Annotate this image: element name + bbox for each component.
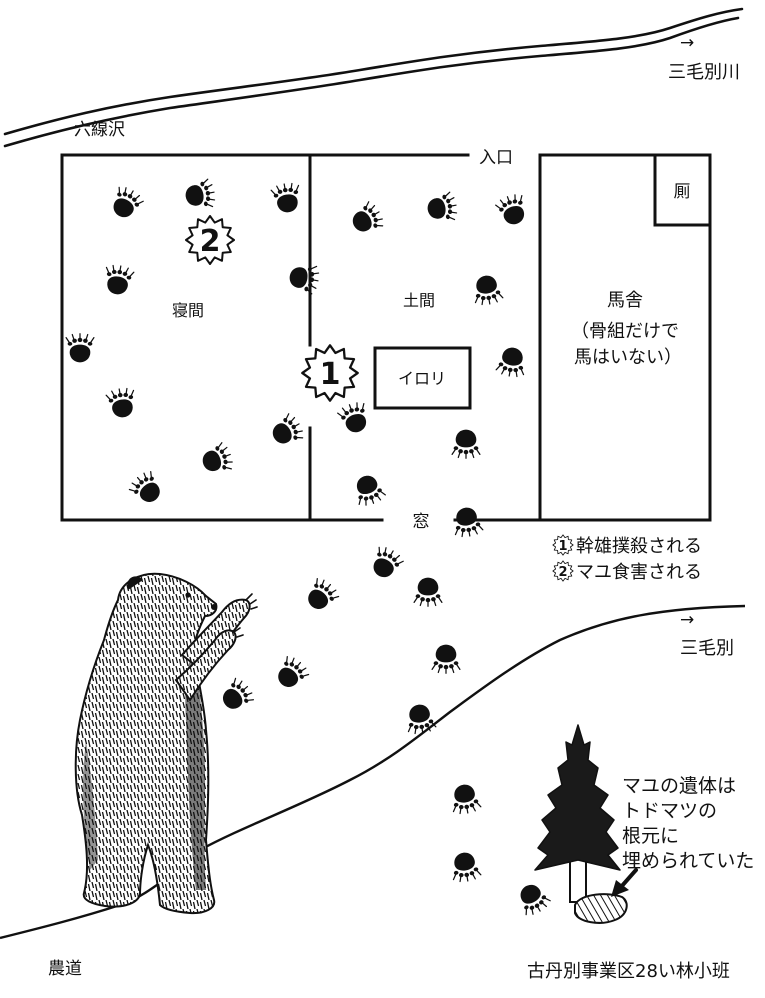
legend-text-2: マユ食害される [576, 562, 702, 583]
annotation-line-3: 根元に [622, 825, 679, 847]
house-outline [60, 153, 712, 522]
stable-label: 馬舎 [607, 290, 643, 311]
bear-footprint-icon [215, 675, 257, 717]
bear-footprint-icon [300, 575, 342, 617]
bear-footprint-icon [346, 199, 387, 239]
bear-footprint-icon [448, 781, 483, 817]
grave-mark [574, 893, 628, 924]
marker-1: 1 [301, 344, 359, 402]
window-label: 窓 [413, 512, 430, 532]
legend-number-2: 2 [558, 565, 567, 580]
entrance-label: 入口 [479, 148, 513, 168]
bear-footprint-icon [451, 429, 481, 459]
bear-footprint-icon [450, 504, 485, 540]
bear-footprint-icon [413, 577, 443, 607]
bear-footprint-icon [106, 183, 146, 224]
bear-footprint-icon [126, 468, 168, 510]
hearth-box [373, 346, 472, 410]
marker-2: 2 [185, 215, 235, 265]
legend-item-2: 2 マユ食害される [552, 560, 702, 583]
river-arrow: → [680, 33, 694, 53]
road-destination: 三毛別 [680, 638, 734, 659]
annotation-line-4: 埋められていた [622, 850, 754, 872]
bear-footprint-icon [266, 411, 307, 451]
bear-footprint-icon [286, 261, 322, 296]
bear-footprint-icon [513, 878, 553, 919]
legend-text-1: 幹雄撲殺される [576, 536, 702, 557]
arrow-icon [611, 868, 638, 897]
marker-2-number: 2 [200, 224, 221, 259]
annotation: マユの遺体は トドマツの 根元に 埋められていた [622, 775, 754, 872]
bear-footprint-icon [198, 440, 236, 478]
bear-footprint-icon [101, 262, 136, 298]
spruce-tree-icon [534, 724, 621, 903]
standing-bear-illustration [74, 572, 258, 915]
bear-footprint-icon [494, 344, 529, 380]
bear-footprint-icon [403, 701, 438, 737]
bear-footprint-icon [104, 385, 139, 421]
bear-footprint-icon [448, 849, 483, 885]
bedroom-label: 寝間 [172, 301, 204, 320]
bear-footprint-icon [470, 272, 505, 308]
farm-road-label: 農道 [48, 959, 82, 979]
stable-note-line-1: （骨組だけで [571, 321, 679, 342]
toilet-wall [653, 153, 712, 227]
bear-footprint-icon [350, 471, 388, 509]
annotation-line-2: トドマツの [622, 800, 717, 822]
annotation-line-1: マユの遺体は [622, 775, 736, 797]
bear-footprint-icon [424, 190, 460, 225]
bear-footprint-icon [270, 653, 312, 695]
stable-note-line-2: 馬はいない） [574, 347, 682, 368]
river-name: 三毛別川 [668, 62, 740, 83]
bear-footprint-icon [182, 177, 218, 212]
forest-section-label: 古丹別事業区28い林小班 [527, 961, 730, 982]
dirt-floor-label: 土間 [403, 291, 435, 310]
legend-item-1: 1 幹雄撲殺される [552, 534, 702, 557]
bear-footprint-icon [431, 644, 461, 674]
legend: 1 幹雄撲殺される 2 マユ食害される [552, 534, 702, 583]
bear-footprint-icon [269, 180, 304, 216]
bear-footprint-icon [493, 191, 531, 229]
bear-footprint-icon [335, 399, 373, 437]
marker-1-number: 1 [320, 357, 341, 392]
road-arrow: → [680, 610, 694, 630]
bear-footprint-icon [65, 333, 95, 363]
legend-number-1: 1 [558, 539, 567, 554]
hearth-label: イロリ [398, 369, 446, 388]
river [3, 7, 744, 148]
area-left-label: 六線沢 [74, 120, 125, 140]
toilet-label: 厠 [674, 182, 691, 202]
bear-footprint-icon [366, 543, 406, 584]
